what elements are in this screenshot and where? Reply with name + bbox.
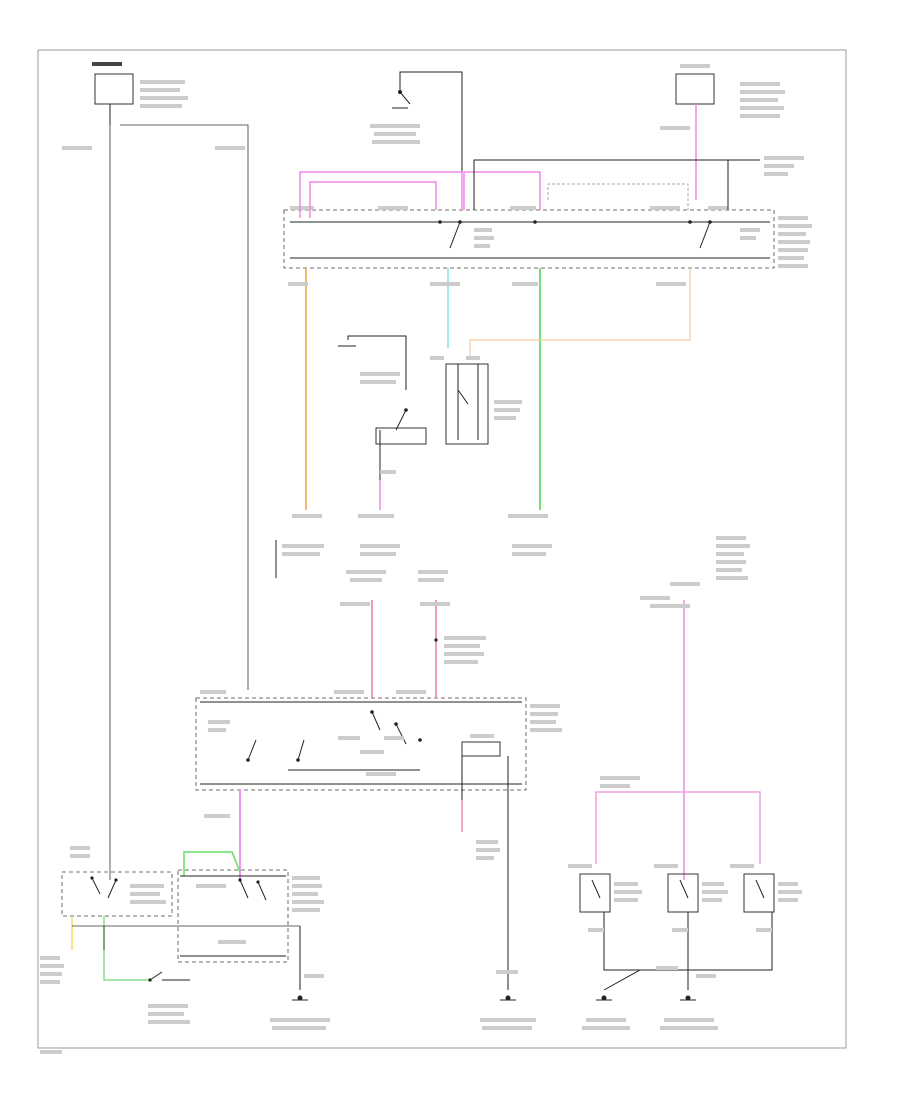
connector-left [275,514,324,578]
fuse-top-right [660,64,785,130]
wire-black-top [473,159,729,210]
ground-bottom-right-b [660,995,718,1030]
fuse-top-left [92,62,188,125]
switch-bank-right [568,776,802,991]
blower-motor-switch [40,846,173,984]
diagram-frame [37,49,847,1049]
wire-violet-loop-c [463,171,541,210]
control-module-lower [195,690,562,791]
blower-resistor [148,971,190,1024]
ground-top-center [370,71,463,210]
wire-gray-top [547,183,689,210]
wire-green-loop [183,851,241,876]
power-relay-left [177,869,324,963]
wire-left-b [120,124,249,690]
connector-center [358,514,400,556]
door-lock-actuator [430,356,522,445]
door-jamb-switch [338,335,427,480]
ground-bottom-center [480,970,536,1030]
corner-code [40,1050,62,1054]
wire-violet-loop-a [299,171,463,218]
connector-right [508,514,552,556]
ground-bottom-right-a [582,995,630,1030]
warning-lamp [461,734,509,990]
wire-violet-loop-b [309,181,437,218]
ground-bottom-left [270,926,330,1030]
relay-module-upper [283,206,812,269]
wire-orange-right [469,268,691,360]
